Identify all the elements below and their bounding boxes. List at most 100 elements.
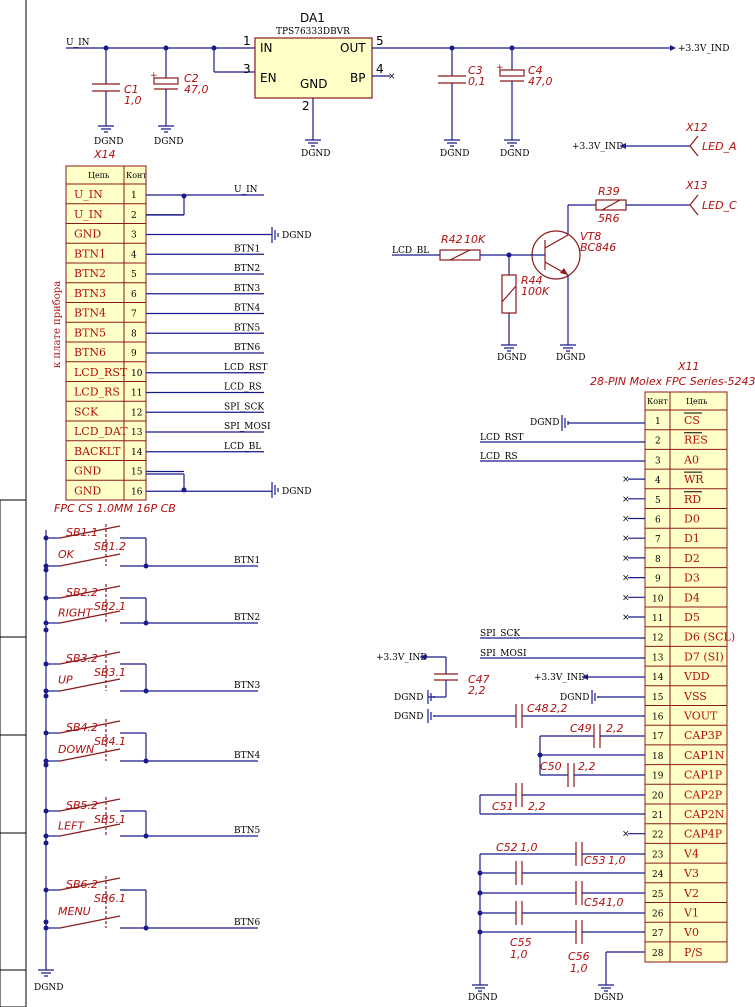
x11-row-net: CAP4P — [684, 828, 723, 841]
x14-row-pin: 9 — [131, 349, 137, 359]
regulator-section: U_IN C1 1,0 + C2 47,0 DA1 TPS763 — [66, 11, 730, 159]
c2-value: 47,0 — [184, 83, 209, 96]
svg-text:C3: C3 — [468, 64, 483, 77]
x14-row-pin: 7 — [131, 310, 137, 320]
x11-row-pin: 13 — [652, 653, 664, 663]
x14-wire-label: BTN1 — [234, 244, 260, 254]
svg-text:DGND: DGND — [530, 418, 560, 428]
svg-text:×: × — [622, 534, 630, 544]
x14-row-net: LCD_RS — [74, 386, 120, 399]
x11-row-net: P/S — [684, 946, 703, 959]
x11-row-net: V1 — [683, 907, 699, 920]
net-u-in-label: U_IN — [66, 38, 90, 48]
svg-text:×: × — [622, 554, 630, 564]
svg-text:C52: C52 — [496, 841, 518, 854]
button-ref-b: SB6.1 — [94, 892, 126, 905]
x11-row-pin: 24 — [652, 870, 664, 880]
x11-part: 28-PIN Molex FPC Series-52437 — [590, 375, 755, 388]
svg-text:DGND: DGND — [497, 353, 527, 363]
x11-row-pin: 22 — [652, 831, 663, 841]
x11-row-pin: 15 — [652, 693, 664, 703]
svg-text:2,2: 2,2 — [528, 800, 546, 813]
button-ref-b: SB4.1 — [94, 735, 126, 748]
svg-text:2: 2 — [302, 99, 310, 113]
svg-text:DGND: DGND — [94, 137, 124, 147]
svg-text:DGND: DGND — [468, 993, 498, 1003]
r42-value: 10K — [464, 233, 486, 246]
svg-text:1,0: 1,0 — [510, 948, 528, 961]
x14-wire-label: SPI_SCK — [224, 402, 264, 412]
x14-row-pin: 8 — [131, 329, 137, 339]
x14-row-net: BTN3 — [74, 287, 106, 300]
da1-pin-en: EN — [260, 71, 277, 85]
x14-wire-label: LCD_BL — [224, 442, 261, 452]
button-ref-a: SB1.1 — [66, 526, 98, 539]
button-ref-b: SB5.1 — [94, 813, 126, 826]
x11-row-pin: 5 — [655, 496, 661, 506]
x14-row-pin: 16 — [131, 487, 143, 497]
x11-row-pin: 17 — [652, 732, 664, 742]
button-ref-b: SB1.2 — [94, 540, 126, 553]
x14-row-pin: 5 — [131, 270, 137, 280]
x14-ref: X14 — [93, 148, 116, 161]
svg-text:×: × — [622, 495, 630, 505]
x11-row-pin: 1 — [655, 417, 661, 427]
x11-row-pin: 11 — [652, 614, 663, 624]
c2-ref: C2 — [184, 72, 199, 85]
x11-row-pin: 8 — [655, 555, 661, 565]
x11-row-pin: 26 — [652, 910, 664, 920]
x12-ref: X12 — [685, 121, 708, 134]
x11-row-net: V2 — [683, 887, 699, 900]
svg-text:DGND: DGND — [282, 487, 312, 497]
svg-text:×: × — [622, 613, 630, 623]
svg-text:DGND: DGND — [440, 149, 470, 159]
x11-row-pin: 7 — [655, 535, 661, 545]
capacitor-c2: + C2 47,0 — [150, 48, 209, 126]
x14-row-pin: 11 — [131, 389, 142, 399]
ground-symbols-top: DGND DGND DGND DGND DGND — [94, 125, 530, 159]
button-net: BTN6 — [234, 918, 260, 928]
svg-text:C4: C4 — [528, 64, 543, 77]
x14-row-net: LCD_RST — [74, 366, 128, 379]
x11-row-net: D3 — [684, 572, 700, 585]
svg-text:LCD_RST: LCD_RST — [480, 433, 524, 443]
svg-text:C50: C50 — [540, 760, 562, 773]
svg-text:DGND: DGND — [282, 231, 312, 241]
x11-row-net: RES — [684, 434, 708, 447]
svg-text:LCD_RS: LCD_RS — [480, 452, 518, 462]
da1-ref: DA1 — [300, 11, 325, 25]
svg-text:C49: C49 — [570, 722, 592, 735]
svg-text:+: + — [150, 71, 158, 81]
x14-wire-label: BTN5 — [234, 323, 260, 333]
x11-row-net: D5 — [684, 611, 700, 624]
x11-row-net: D7 (SI) — [684, 650, 724, 663]
r44-value: 100K — [521, 285, 550, 298]
svg-text:DGND: DGND — [560, 693, 590, 703]
x14-side-label: к плате прибора — [52, 281, 63, 368]
da1-pin-in: IN — [260, 41, 273, 55]
vt8-ref: VT8 — [580, 230, 601, 243]
x13-ref: X13 — [685, 179, 708, 192]
x11-row-net: V0 — [683, 926, 699, 939]
x11-row-pin: 12 — [652, 634, 663, 644]
x14-row-net: SCK — [74, 405, 99, 418]
svg-text:DGND: DGND — [594, 993, 624, 1003]
x11-row-net: D6 (SCL) — [684, 631, 735, 644]
x14-wire-label: LCD_RS — [224, 383, 262, 393]
x11-row-pin: 2 — [655, 437, 661, 447]
svg-text:Цепь: Цепь — [686, 397, 708, 406]
x11-row-pin: 28 — [652, 949, 664, 959]
svg-text:1: 1 — [243, 34, 251, 48]
svg-text:2,2: 2,2 — [550, 702, 568, 715]
x11-row-net: CS — [684, 414, 700, 427]
button-ref-a: SB5.2 — [66, 799, 98, 812]
x11-row-net: RD — [684, 493, 701, 506]
svg-text:C51: C51 — [492, 800, 514, 813]
x11-row-net: CAP1P — [684, 769, 723, 782]
x14-row-net: BTN1 — [74, 247, 106, 260]
